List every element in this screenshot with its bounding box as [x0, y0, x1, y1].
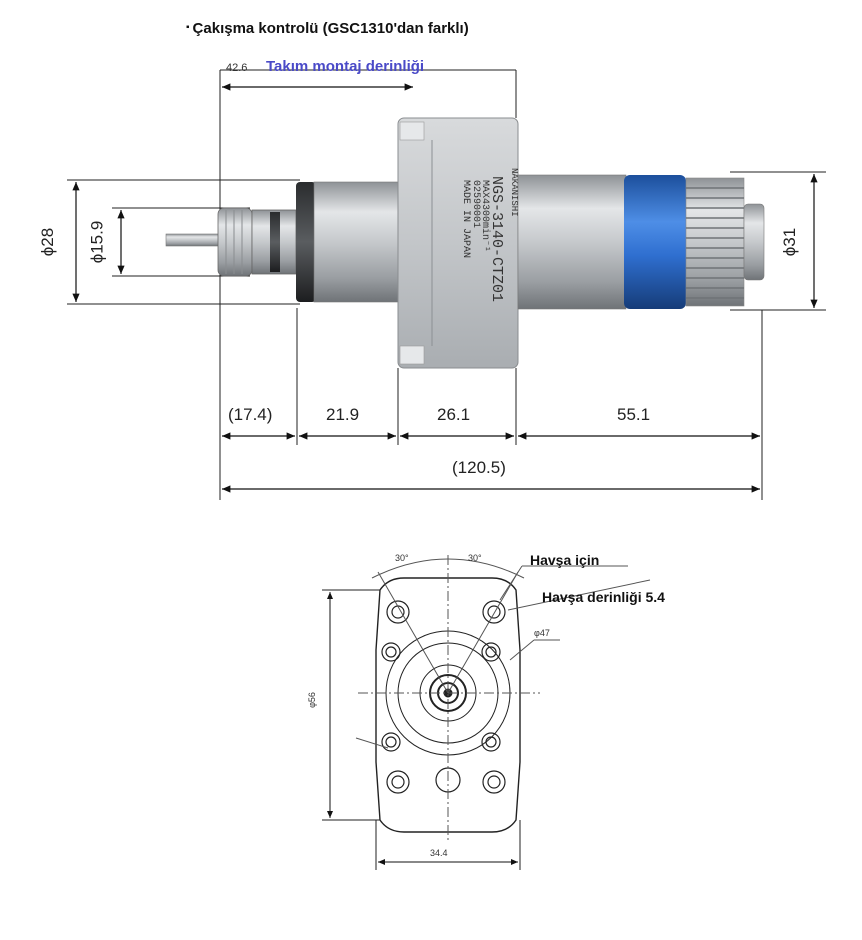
collet-nut [217, 207, 253, 277]
front-housing [313, 181, 401, 303]
rear-housing [517, 174, 627, 310]
diameter-left-outer: ϕ28 [38, 227, 58, 257]
extension-lines [67, 69, 826, 500]
page-title-text: Çakışma kontrolü (GSC1310'dan farklı) [192, 20, 469, 37]
spindle-body [165, 117, 765, 369]
diameter-right: ϕ31 [780, 227, 800, 257]
page-title: ▪Çakışma kontrolü (GSC1310'dan farklı) [186, 20, 469, 37]
engraving-origin: MADE IN JAPAN [460, 180, 471, 259]
engraving: NAKANISHI NGS-3140-CTZ01 MAX4300min⁻¹ 02… [460, 158, 523, 358]
front-height: φ56 [306, 692, 317, 708]
segment-1: (17.4) [228, 405, 273, 424]
inner-diameter: φ47 [534, 628, 550, 638]
segment-3: 26.1 [437, 405, 471, 424]
engraving-serial: 02590001 [470, 180, 481, 229]
blue-ring [624, 175, 686, 309]
angle-right: 30° [468, 553, 482, 563]
engraving-brand: NAKANISHI [509, 168, 519, 217]
chamfer-note: Havşa için [530, 552, 600, 568]
segment-4: 55.1 [617, 405, 651, 424]
tool-depth-value: 42.6 [226, 62, 248, 74]
dimension-arrows [72, 83, 818, 493]
dark-ring [296, 182, 316, 302]
diameter-left-inner: ϕ15.9 [87, 220, 107, 264]
chamfer-depth: Havşa derinliği 5.4 [542, 589, 665, 605]
end-cap [743, 203, 765, 281]
tool-depth-label: Takım montaj derinliği [266, 58, 425, 75]
tool-bit [165, 233, 223, 247]
total-length: (120.5) [452, 458, 506, 477]
front-view [322, 555, 651, 870]
angle-left: 30° [395, 553, 409, 563]
segment-2: 21.9 [326, 405, 360, 424]
front-width: 34.4 [430, 848, 448, 858]
drive-gear [685, 177, 745, 307]
